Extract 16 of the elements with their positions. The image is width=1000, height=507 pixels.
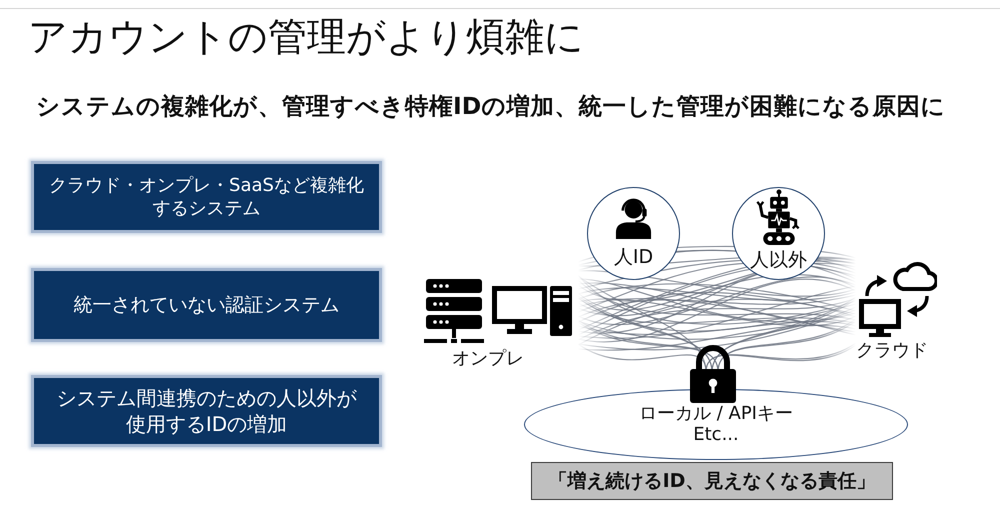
- box-text: クラウド・オンプレ・SaaSなど複雑化するシステム: [48, 174, 365, 220]
- problem-box: [31, 375, 382, 447]
- slogan-text: 「増え続けるID、見えなくなる責任」: [548, 469, 876, 494]
- circle-label: 人以外: [749, 249, 808, 272]
- ellipse-text: ローカル / APIキー Etc...: [638, 404, 794, 446]
- icon-caption: オンプレ: [451, 348, 525, 370]
- circle-label: 人ID: [612, 246, 654, 269]
- problem-box: [31, 161, 382, 233]
- title-heading: アカウントの管理がより煩雑に: [28, 15, 584, 62]
- box-text: システム間連携のための人以外が使用するIDの増加: [56, 385, 358, 437]
- slogan-box: [531, 462, 893, 500]
- icon-caption: クラウド: [855, 340, 929, 362]
- identity-circle: [732, 187, 825, 280]
- box-text: 統一されていない認証システム: [74, 292, 340, 318]
- subtitle-text: システムの複雑化が、管理すべき特権IDの増加、統一した管理が困難になる原因に: [36, 91, 946, 122]
- problem-box: [31, 268, 382, 342]
